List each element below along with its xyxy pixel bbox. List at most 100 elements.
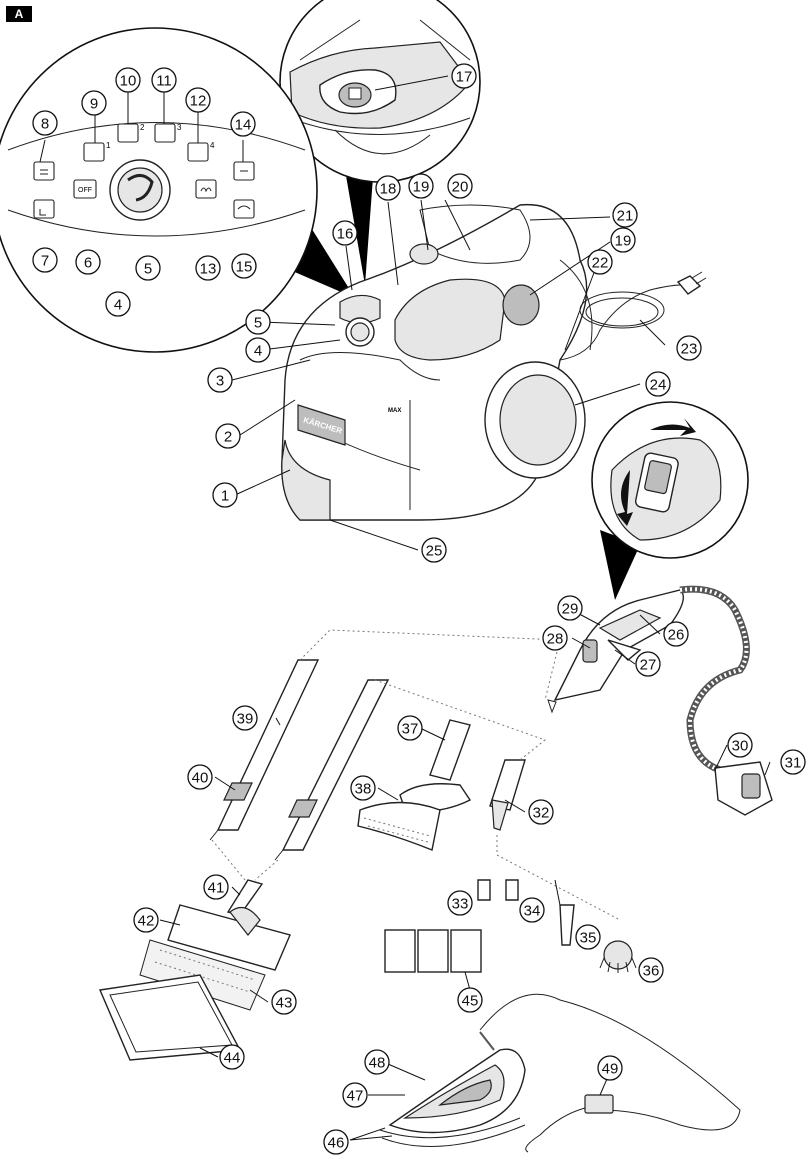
level-2-label: 2 — [140, 123, 145, 132]
callout-c13: 13 — [195, 255, 221, 281]
callout-c4b: 4 — [245, 337, 271, 363]
callout-number: 46 — [328, 1135, 345, 1152]
callout-number: 24 — [650, 377, 667, 394]
callout-number: 12 — [190, 93, 207, 110]
callout-number: 25 — [426, 543, 443, 560]
callout-circle — [542, 625, 568, 651]
callout-circle — [230, 111, 256, 137]
callout-c46: 46 — [323, 1129, 349, 1155]
callout-c30: 30 — [727, 732, 753, 758]
callout-circle — [638, 957, 664, 983]
steam-level-icon — [33, 161, 55, 181]
callout-circle — [557, 595, 583, 621]
callout-circle — [397, 715, 423, 741]
callout-number: 43 — [276, 995, 293, 1012]
callout-circle — [135, 255, 161, 281]
callout-circle — [408, 173, 434, 199]
callout-number: 38 — [355, 781, 372, 798]
callout-c7: 7 — [32, 247, 58, 273]
callout-c6: 6 — [75, 249, 101, 275]
callout-number: 15 — [236, 259, 253, 276]
callout-c43: 43 — [271, 989, 297, 1015]
callout-circle — [245, 337, 271, 363]
callout-c44: 44 — [219, 1044, 245, 1070]
callout-c8: 8 — [32, 110, 58, 136]
callout-circle — [187, 764, 213, 790]
callout-c19a: 19 — [408, 173, 434, 199]
callout-number: 8 — [41, 116, 49, 133]
callout-number: 41 — [208, 880, 225, 897]
callout-number: 28 — [547, 631, 564, 648]
callout-number: 45 — [462, 993, 479, 1010]
callout-c11: 11 — [151, 67, 177, 93]
callout-number: 29 — [562, 601, 579, 618]
callout-circle — [350, 775, 376, 801]
callout-circle — [185, 87, 211, 113]
callout-c42: 42 — [133, 907, 159, 933]
callout-number: 9 — [90, 96, 98, 113]
callout-circle — [447, 173, 473, 199]
callout-number: 22 — [592, 255, 609, 272]
callout-number: 6 — [84, 255, 92, 272]
steam-iron — [379, 993, 741, 1153]
callout-number: 21 — [617, 208, 634, 225]
callout-circle — [575, 924, 601, 950]
callout-c5a: 5 — [135, 255, 161, 281]
callout-c26: 26 — [663, 621, 689, 647]
callout-number: 33 — [452, 896, 469, 913]
switch-detail-zoom — [591, 401, 749, 559]
callout-number: 36 — [643, 963, 660, 980]
callout-circle — [75, 249, 101, 275]
callout-c17: 17 — [451, 63, 477, 89]
callout-circle — [375, 175, 401, 201]
callout-c39: 39 — [232, 705, 258, 731]
callout-c10: 10 — [115, 67, 141, 93]
callout-c34: 34 — [519, 897, 545, 923]
callout-number: 48 — [369, 1055, 386, 1072]
leader-lines — [39, 75, 771, 1141]
callout-c45: 45 — [457, 987, 483, 1013]
callout-number: 3 — [216, 373, 224, 390]
callout-number: 31 — [785, 755, 802, 772]
callout-circle — [203, 874, 229, 900]
callout-number: 5 — [254, 315, 262, 332]
callout-circle — [245, 309, 271, 335]
water-tap-icon — [33, 199, 55, 219]
hand-nozzle — [357, 719, 472, 851]
callout-circle — [451, 63, 477, 89]
callout-c23: 23 — [676, 335, 702, 361]
callout-c40: 40 — [187, 764, 213, 790]
callout-circle — [780, 749, 806, 775]
floor-nozzle-kit — [98, 879, 291, 1061]
callout-circle — [32, 247, 58, 273]
callout-c28: 28 — [542, 625, 568, 651]
level-4-icon — [187, 142, 209, 162]
filler-cap — [502, 284, 540, 326]
callout-c18: 18 — [375, 175, 401, 201]
level-3-icon — [154, 123, 176, 143]
callout-circle — [587, 249, 613, 275]
callout-circle — [195, 255, 221, 281]
callout-c1: 1 — [212, 482, 238, 508]
callout-number: 30 — [732, 738, 749, 755]
callout-number: 2 — [224, 429, 232, 446]
detail-nozzle — [477, 759, 637, 973]
callout-number: 26 — [668, 627, 685, 644]
callout-circle — [519, 897, 545, 923]
callout-number: 34 — [524, 903, 541, 920]
callout-c4a: 4 — [105, 291, 131, 317]
callout-number: 44 — [224, 1050, 241, 1067]
callout-c14: 14 — [230, 111, 256, 137]
level-3-label: 3 — [177, 123, 182, 132]
callout-circle — [105, 291, 131, 317]
descaling-cartridges — [384, 929, 482, 973]
water-drops-icon — [195, 179, 217, 199]
steam-cleaner-body: KÄRCHER MAX — [281, 203, 707, 521]
callout-c24: 24 — [645, 371, 671, 397]
extension-tubes — [209, 659, 390, 861]
callout-number: 37 — [402, 721, 419, 738]
off-label: OFF — [78, 187, 92, 194]
callout-c2: 2 — [215, 423, 241, 449]
callout-c49: 49 — [597, 1055, 623, 1081]
